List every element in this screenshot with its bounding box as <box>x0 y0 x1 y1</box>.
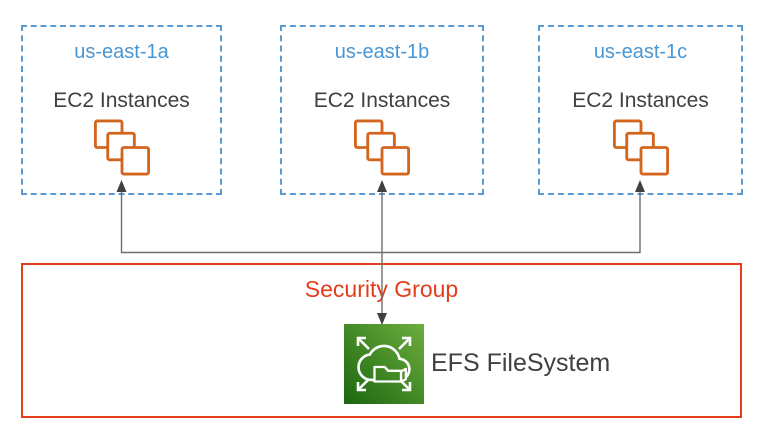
security-group-label: Security Group <box>304 276 459 302</box>
arrow-out-top-right <box>398 336 412 350</box>
az-label: us-east-1b <box>334 41 430 63</box>
ec2-instances-icon <box>353 119 411 176</box>
arrow-out-bottom-left <box>356 378 370 392</box>
ec2-instances-label: EC2 Instances <box>313 89 451 112</box>
ec2-instances-icon <box>93 119 150 176</box>
az-box-us-east-1c: us-east-1c EC2 Instances <box>538 25 743 195</box>
efs-filesystem-label: EFS FileSystem <box>431 349 611 377</box>
connector-elbow-left-right <box>120 191 641 254</box>
az-label: us-east-1c <box>593 41 688 63</box>
ec2-instances-icon <box>612 119 669 176</box>
az-label: us-east-1a <box>74 41 169 63</box>
efs-filesystem-icon <box>344 324 424 404</box>
ec2-instances-label: EC2 Instances <box>53 89 190 112</box>
az-box-us-east-1b: us-east-1b EC2 Instances <box>280 25 484 195</box>
ec2-instances-label: EC2 Instances <box>572 89 709 112</box>
cloud-outline <box>357 344 411 382</box>
folder-icon <box>373 365 403 383</box>
az-box-us-east-1a: us-east-1a EC2 Instances <box>21 25 222 195</box>
arrow-out-top-left <box>356 336 370 350</box>
